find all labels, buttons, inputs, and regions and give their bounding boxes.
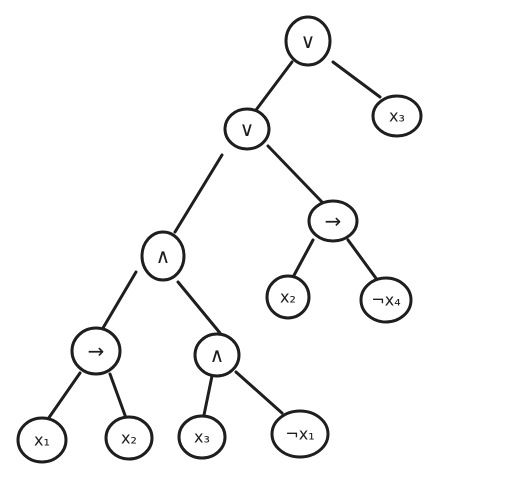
node-leaf-x2-left: x₂ — [104, 415, 154, 461]
node-root-or: ∨ — [284, 15, 332, 67]
node-and-lower-label: ∧ — [210, 343, 225, 367]
node-leaf-not-x4: ¬x₄ — [359, 276, 413, 324]
node-leaf-x3-top-label: x₃ — [389, 107, 405, 126]
node-or: ∨ — [223, 107, 271, 151]
node-leaf-not-x1: ¬x₁ — [270, 409, 330, 459]
edge-or-to-and — [173, 153, 224, 234]
node-root-or-label: ∨ — [301, 29, 316, 53]
node-and-lower: ∧ — [193, 332, 241, 378]
node-leaf-x2-right-label: x₂ — [280, 288, 296, 307]
node-leaf-x3-bottom: x₃ — [177, 414, 227, 460]
edge-implies-to-x1 — [46, 371, 82, 421]
edge-root-to-x3 — [331, 60, 382, 99]
node-implies-right: → — [307, 199, 359, 243]
edge-implies-to-notx4 — [346, 238, 380, 283]
edge-and-to-and — [176, 280, 222, 335]
edge-and-to-implies — [101, 270, 138, 330]
node-leaf-not-x4-label: ¬x₄ — [371, 291, 400, 310]
node-implies-right-label: → — [325, 209, 342, 233]
edge-and-to-notx1 — [234, 370, 284, 415]
node-implies-left: → — [70, 326, 122, 376]
edge-implies-to-x2-leaf — [108, 372, 128, 420]
node-implies-left-label: → — [88, 339, 105, 363]
node-leaf-not-x1-label: ¬x₁ — [285, 425, 314, 444]
node-leaf-x1: x₁ — [16, 416, 68, 464]
edge-root-to-or — [254, 60, 294, 112]
node-leaf-x3-bottom-label: x₃ — [194, 428, 210, 447]
node-leaf-x1-label: x₁ — [34, 431, 50, 450]
node-or-label: ∨ — [240, 117, 255, 141]
edge-implies-to-x2 — [290, 238, 315, 281]
node-leaf-x2-left-label: x₂ — [121, 429, 137, 448]
node-and-upper: ∧ — [140, 230, 186, 282]
node-leaf-x3-top: x₃ — [371, 94, 423, 138]
edge-or-to-implies — [266, 144, 324, 204]
node-and-upper-label: ∧ — [156, 244, 171, 268]
edge-and-to-x3 — [202, 374, 214, 417]
node-leaf-x2-right: x₂ — [265, 274, 311, 320]
